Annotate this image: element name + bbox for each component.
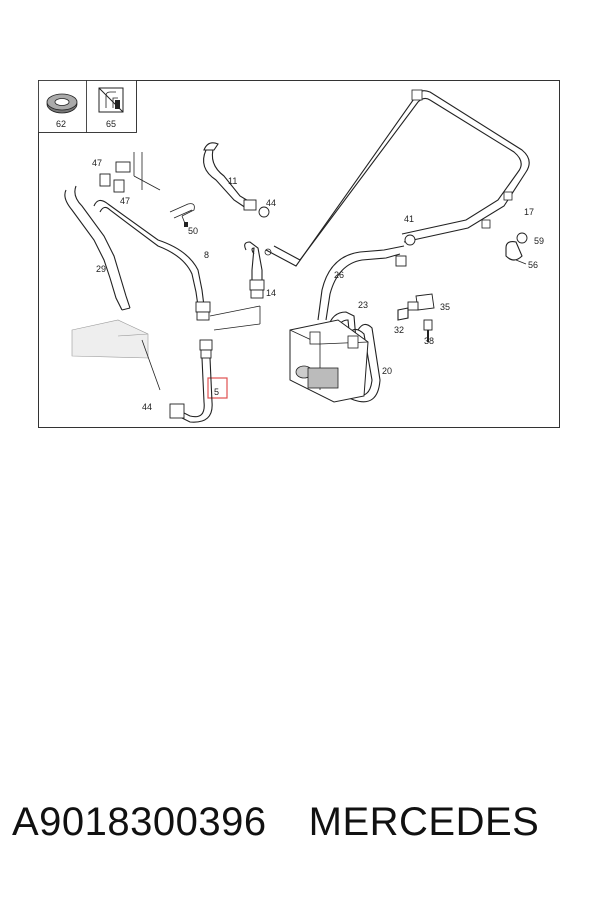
callout-62: 62 bbox=[56, 119, 66, 129]
callout-38: 38 bbox=[424, 336, 434, 346]
callout-29: 29 bbox=[96, 264, 106, 274]
callout-44-top: 44 bbox=[266, 198, 276, 208]
clip-50 bbox=[169, 203, 195, 227]
engine-block bbox=[71, 319, 161, 391]
hose-11 bbox=[203, 142, 270, 218]
callout-35: 35 bbox=[440, 302, 450, 312]
callout-8: 8 bbox=[204, 250, 209, 260]
callout-41: 41 bbox=[404, 214, 414, 224]
parts-diagram: 62 65 47 47 11 44 50 8 29 14 41 17 59 56… bbox=[38, 80, 560, 428]
reservoir-tank bbox=[289, 319, 369, 403]
caption: A9018300396 MERCEDES bbox=[12, 800, 592, 860]
hose-29 bbox=[64, 185, 131, 311]
pipe-17 bbox=[265, 89, 530, 267]
callout-5: 5 bbox=[214, 387, 219, 397]
clamp-47 bbox=[99, 152, 161, 193]
clip-59-56 bbox=[505, 232, 528, 265]
callout-56: 56 bbox=[528, 260, 538, 270]
grommet-icon bbox=[46, 93, 78, 114]
callout-23: 23 bbox=[358, 300, 368, 310]
hose-26 bbox=[317, 234, 416, 321]
callout-11: 11 bbox=[228, 176, 237, 186]
not-available-icon bbox=[98, 87, 124, 113]
callout-20: 20 bbox=[382, 366, 392, 376]
callout-50: 50 bbox=[188, 226, 198, 236]
callout-47-bottom: 47 bbox=[120, 196, 130, 206]
callout-14: 14 bbox=[266, 288, 276, 298]
hose-8 bbox=[93, 199, 261, 423]
callout-47-top: 47 bbox=[92, 158, 102, 168]
callout-32: 32 bbox=[394, 325, 404, 335]
callout-59: 59 bbox=[534, 236, 544, 246]
brand-name: MERCEDES bbox=[308, 800, 540, 844]
callout-44-bottom: 44 bbox=[142, 402, 152, 412]
highlight-box-5 bbox=[207, 377, 228, 399]
callout-65: 65 bbox=[106, 119, 116, 129]
part-number: A9018300396 bbox=[12, 800, 267, 844]
hose-14 bbox=[244, 241, 272, 299]
bracket-35 bbox=[397, 293, 435, 342]
callout-17: 17 bbox=[524, 207, 534, 217]
